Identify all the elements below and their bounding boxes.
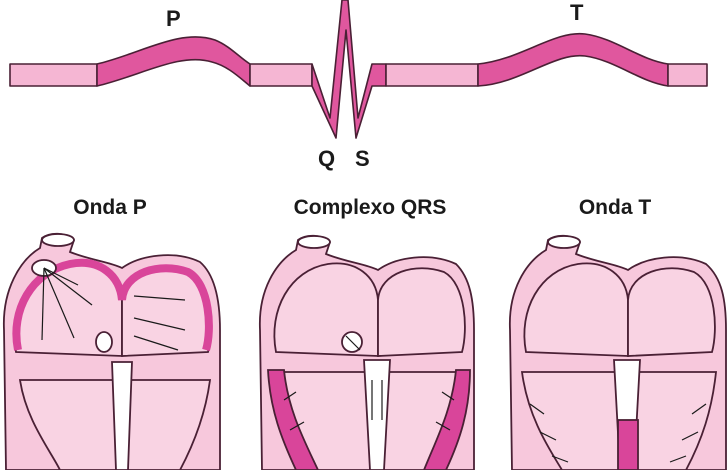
- vessel-opening: [41, 233, 75, 247]
- ecg-trace: [9, 0, 708, 139]
- q-wave-label: Q: [318, 146, 336, 171]
- septum-repolarized-band: [617, 419, 639, 471]
- arrow: [691, 403, 707, 415]
- heart-onda-t: [509, 234, 727, 471]
- heart-onda-p: [3, 232, 221, 471]
- arrow: [551, 455, 569, 463]
- arrow: [43, 267, 75, 339]
- arrow: [43, 267, 79, 286]
- arrow: [441, 391, 455, 401]
- arrow: [283, 391, 297, 401]
- p-wave: [96, 36, 251, 87]
- arrow: [133, 295, 186, 301]
- atrial-depolarization-band: [12, 258, 213, 352]
- arrow: [41, 267, 45, 341]
- panel-title-onda-t: Onda T: [578, 196, 652, 219]
- arrow: [681, 431, 699, 441]
- septum: [111, 361, 133, 471]
- arrow: [539, 431, 557, 441]
- vessel-opening: [547, 235, 581, 249]
- left-atrium: [523, 262, 629, 357]
- panel-title-onda-p: Onda P: [73, 196, 147, 219]
- av-node: [95, 331, 113, 353]
- right-atrium: [377, 267, 466, 357]
- panel-title-complexo-qrs: Complexo QRS: [293, 196, 447, 219]
- arrow: [289, 421, 305, 431]
- arrow: [435, 421, 451, 431]
- qrs-complex: [311, 0, 387, 139]
- p-wave-label: P: [166, 6, 181, 31]
- arrow: [133, 317, 186, 331]
- heart-complexo-qrs: [259, 234, 475, 471]
- arrow: [529, 403, 545, 415]
- baseline-segment-4: [667, 63, 708, 87]
- baseline-segment-3: [385, 63, 479, 87]
- s-wave-label: S: [355, 146, 370, 171]
- arrow: [133, 335, 179, 351]
- baseline-segment-1: [9, 63, 98, 87]
- right-atrium: [627, 267, 716, 357]
- conduction-arrows: [41, 267, 186, 351]
- arrow: [345, 335, 361, 351]
- vessel-opening: [297, 235, 331, 249]
- t-wave: [477, 32, 669, 87]
- conduction-arrows: [283, 335, 455, 431]
- t-wave-label: T: [570, 0, 584, 25]
- arrow: [43, 267, 93, 306]
- arrow: [669, 455, 687, 463]
- repolarization-arrows: [529, 403, 707, 463]
- baseline-segment-2: [249, 63, 313, 87]
